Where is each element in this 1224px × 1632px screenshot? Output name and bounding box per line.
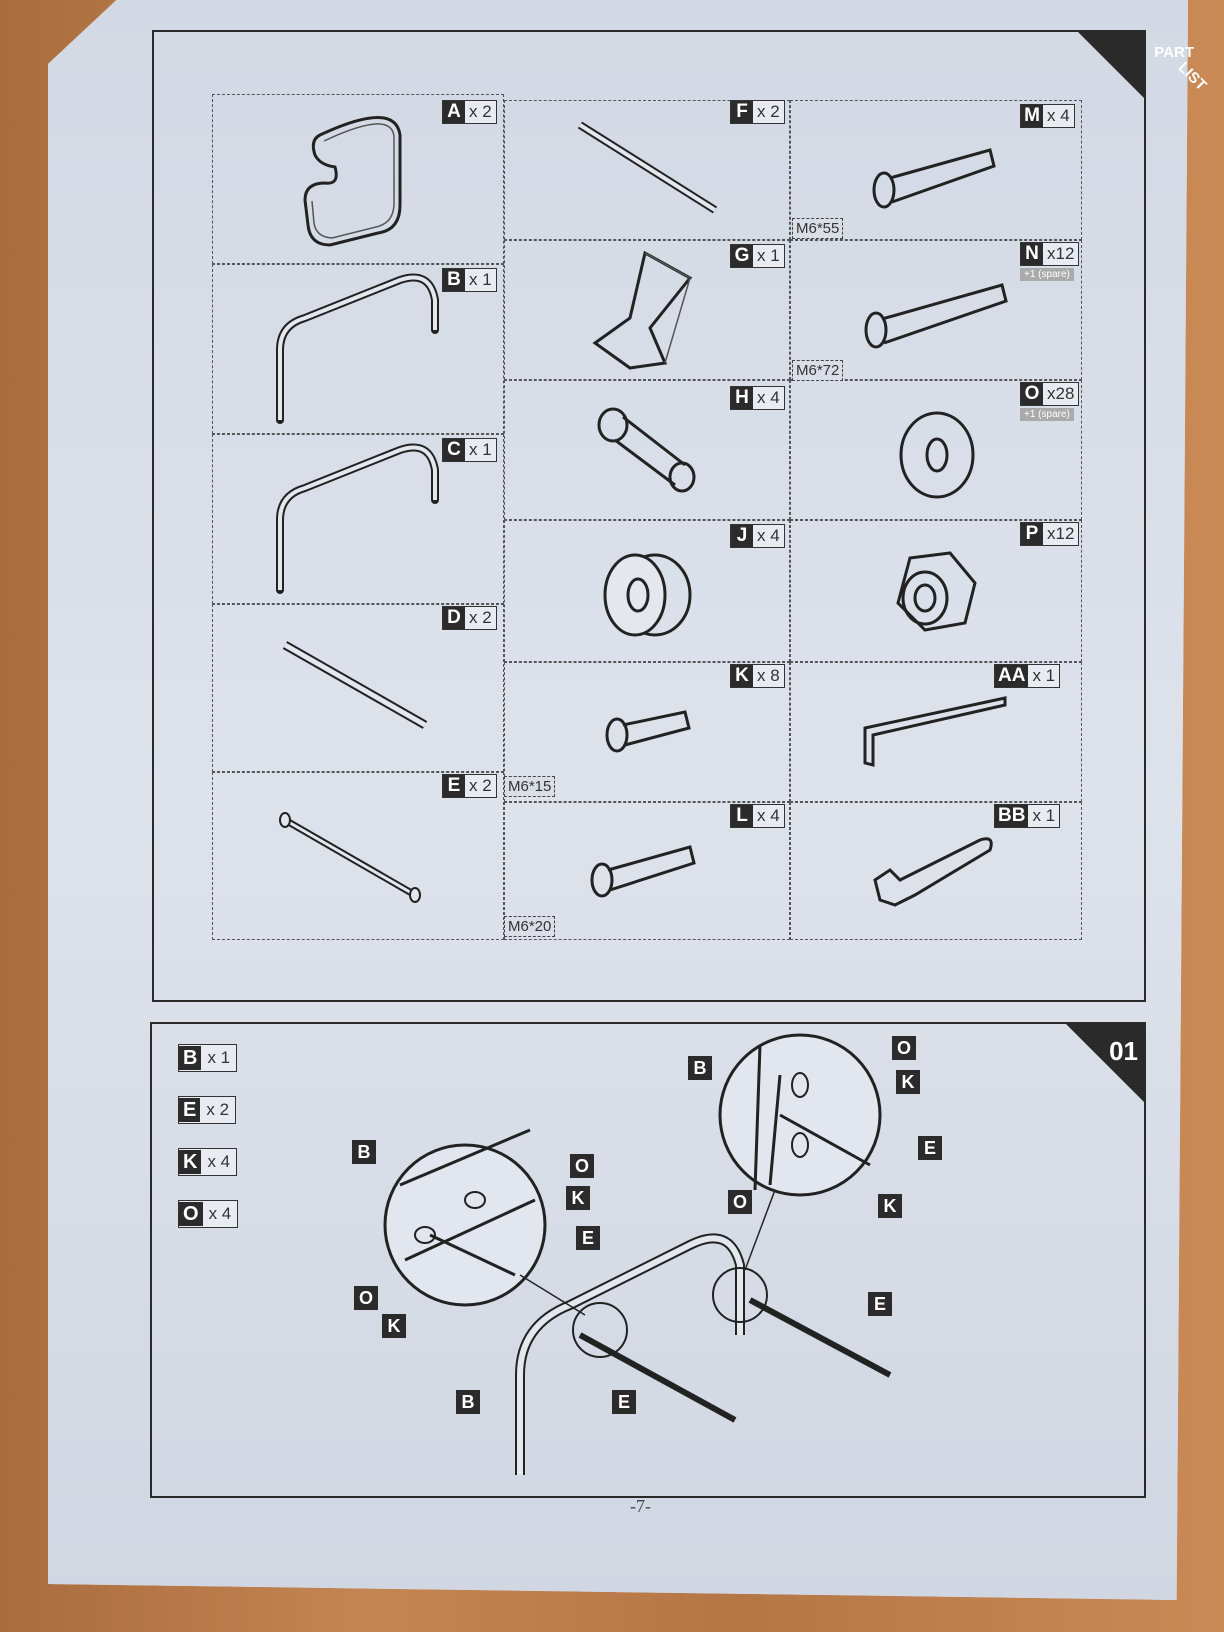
part-cell-h: [504, 380, 790, 520]
step-01-panel: 01: [150, 1022, 1146, 1498]
part-e-crossbar-drawing: [279, 812, 421, 903]
part-cell-d: [212, 604, 504, 772]
part-cell-f: [504, 100, 790, 240]
part-cell-g: [504, 240, 790, 380]
part-k-bolt-drawing: [605, 710, 691, 753]
size-label-k: M6*15: [504, 776, 556, 797]
callout-b-right-zoom: B: [688, 1056, 712, 1080]
part-list-panel: PART LIST: [152, 30, 1209, 1002]
callout-b-main: B: [456, 1390, 480, 1414]
part-cell-o: [790, 380, 1082, 520]
callout-b-left-zoom: B: [352, 1140, 376, 1164]
callout-k-left-zoom-bottom: K: [382, 1314, 406, 1338]
callout-e-right-zoom: E: [918, 1136, 942, 1160]
part-d-tube-drawing: [282, 641, 428, 729]
part-cell-p: [790, 520, 1082, 662]
part-cell-a: [212, 94, 504, 264]
instruction-sheet: [48, 0, 1188, 1600]
callout-o-right-zoom-top: O: [892, 1036, 916, 1060]
size-label-n: M6*72: [792, 360, 844, 381]
part-g-seat-drawing: [592, 250, 693, 370]
callout-o-left-zoom-bottom: O: [354, 1286, 378, 1310]
part-aa-hex-key-drawing: [863, 696, 1007, 767]
part-c-bar-drawing: [276, 443, 439, 594]
part-b-bar-drawing: [276, 273, 439, 424]
step-01-assembly-drawing: [383, 1033, 892, 1475]
part-cell-n: [790, 240, 1082, 380]
part-a-frame-drawing: [303, 116, 402, 247]
page-number: -7-: [630, 1496, 651, 1516]
part-cell-j: [504, 520, 790, 662]
part-cell-m: [790, 100, 1082, 240]
callout-k-left-zoom-top: K: [566, 1186, 590, 1210]
callout-e-right-bar: E: [868, 1292, 892, 1316]
part-m-bolt-drawing: [872, 148, 996, 209]
part-list-corner: [1076, 30, 1146, 100]
part-cell-k: [504, 662, 790, 802]
part-cell-c: [212, 434, 504, 604]
callout-k-right-zoom-bottom: K: [878, 1194, 902, 1218]
part-cell-aa: [790, 662, 1082, 802]
part-o-spare-note: +1 (spare): [1020, 408, 1074, 421]
part-cell-b: [212, 264, 504, 434]
step-number: 01: [1109, 1036, 1138, 1066]
part-l-bolt-drawing: [590, 845, 696, 898]
part-n-spare-note: +1 (spare): [1020, 268, 1074, 281]
part-j-spacer-drawing: [603, 553, 692, 637]
part-cell-e: [212, 772, 504, 940]
part-cell-bb: [790, 802, 1082, 940]
part-n-bolt-drawing: [864, 283, 1008, 349]
size-label-l: M6*20: [504, 916, 556, 937]
part-bb-wrench-drawing: [873, 837, 993, 907]
part-cell-l: [504, 802, 790, 940]
part-h-bracket-drawing: [597, 407, 696, 493]
callout-e-left-zoom: E: [576, 1226, 600, 1250]
size-label-m: M6*55: [792, 218, 844, 239]
part-o-washer-drawing: [899, 411, 975, 499]
callout-k-right-zoom-top: K: [896, 1070, 920, 1094]
step-corner: [1064, 1022, 1146, 1104]
callout-o-right-zoom-bottom: O: [728, 1190, 752, 1214]
part-f-bar-drawing: [577, 121, 718, 214]
callout-e-left-bar: E: [612, 1390, 636, 1414]
callout-o-left-zoom-top: O: [570, 1154, 594, 1178]
part-p-nut-drawing: [896, 551, 977, 632]
